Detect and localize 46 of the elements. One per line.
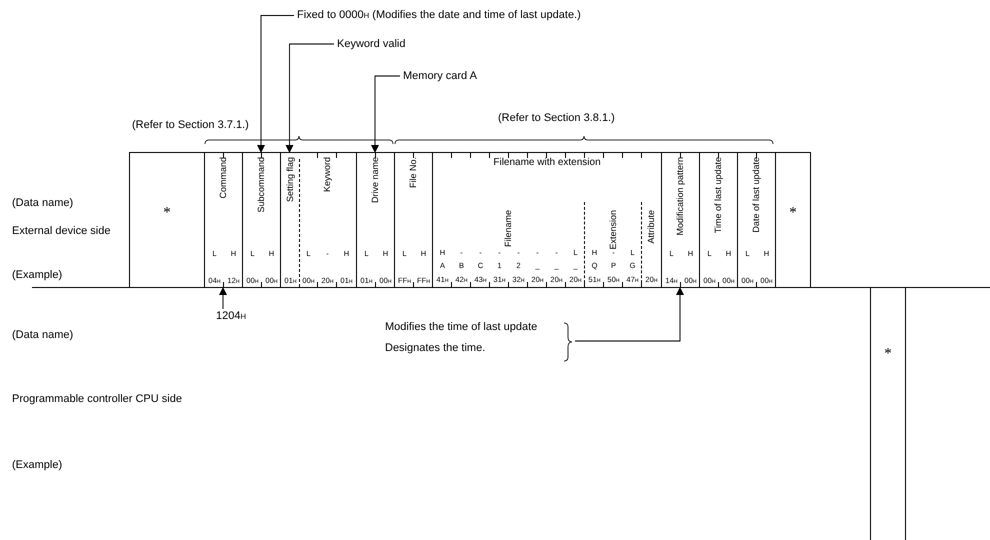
asterisk-mark: *	[162, 205, 172, 221]
asterisk-mark: *	[883, 346, 893, 362]
field-label: Subcommand	[256, 157, 267, 213]
row-label: Programmable controller CPU side	[12, 392, 182, 406]
field-label: Command	[218, 157, 229, 199]
field-cell	[661, 152, 699, 288]
asterisk-cell	[129, 152, 204, 288]
row-label: (Example)	[12, 458, 62, 472]
asterisk-mark: *	[788, 205, 798, 221]
leader-arrow	[219, 287, 227, 310]
reference-note: (Refer to Section 3.8.1.)	[498, 111, 615, 125]
field-cell	[204, 152, 242, 288]
field-cell	[242, 152, 280, 288]
group-title: Filename with extension	[492, 157, 602, 169]
field-label: Keyword	[322, 157, 332, 192]
field-label: File No.	[408, 157, 419, 188]
leader-arrow	[574, 287, 684, 342]
field-cell	[280, 152, 299, 288]
field-cell	[737, 152, 775, 288]
field-label: Filename	[503, 210, 514, 248]
row-label: External device side	[12, 224, 112, 238]
leader-arrow	[371, 76, 400, 153]
field-label: Setting flag	[284, 157, 296, 202]
annotation-text: Modifies the time of last update	[385, 320, 538, 334]
field-cell	[699, 152, 737, 288]
field-cell	[394, 152, 432, 288]
annotation-text: Keyword valid	[337, 37, 406, 51]
annotation-text: Memory card A	[403, 69, 477, 83]
leader-arrow	[286, 44, 334, 153]
field-label: Extension	[608, 210, 618, 250]
field-cell	[356, 152, 394, 288]
field-group-cell	[432, 152, 661, 288]
field-label: Modification pattern	[675, 157, 686, 236]
row-label: (Example)	[12, 268, 62, 282]
leader-arrow	[257, 15, 294, 153]
field-label: Attribute	[646, 210, 656, 244]
field-label: Time of last update	[713, 157, 724, 234]
field-cell	[299, 152, 356, 288]
reference-note: (Refer to Section 3.7.1.)	[132, 118, 249, 132]
field-label: Drive name	[370, 157, 381, 204]
asterisk-cell	[775, 152, 811, 288]
asterisk-cell	[870, 288, 906, 540]
annotation-text: Designates the time.	[385, 341, 486, 355]
field-label: Date of last update	[751, 157, 762, 233]
row-label: (Data name)	[12, 196, 74, 210]
row-label: (Data name)	[12, 328, 74, 342]
